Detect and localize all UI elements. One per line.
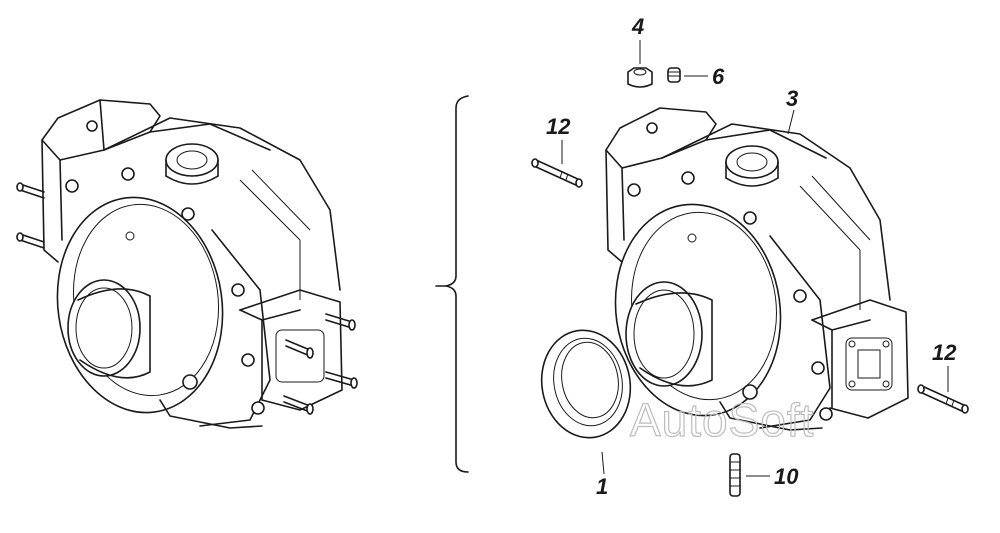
part-10-stud — [729, 453, 741, 497]
housing-part-3 — [605, 107, 909, 431]
stud-block-4 — [283, 395, 314, 415]
stud-block-1 — [325, 313, 356, 331]
part-6-plug — [667, 67, 681, 83]
stud-block-2 — [285, 339, 314, 359]
leader-lines — [561, 40, 949, 477]
stud-block-3 — [325, 371, 358, 389]
callout-1: 1 — [596, 474, 608, 499]
callout-10: 10 — [774, 464, 799, 489]
callout-3: 3 — [786, 86, 798, 111]
stud-left-lower — [16, 232, 45, 249]
callout-12-upper: 12 — [546, 114, 571, 139]
housing-assembled-left — [16, 99, 358, 429]
callout-4: 4 — [631, 14, 644, 39]
part-12-stud-right — [917, 384, 969, 414]
watermark-logo: AutoSoft — [630, 394, 814, 446]
callout-6: 6 — [712, 64, 725, 89]
part-12-stud-upper — [531, 158, 583, 188]
part-4-plug — [627, 67, 653, 88]
callout-12-right: 12 — [932, 340, 957, 365]
assembly-bracket — [435, 95, 469, 473]
part-1-seal-ring — [540, 329, 632, 439]
stud-left-upper — [16, 182, 45, 199]
